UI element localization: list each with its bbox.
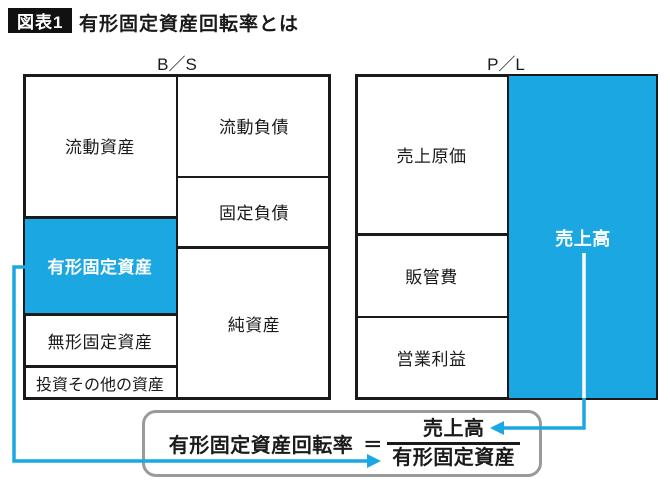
pl-expense-divider-1 [355, 233, 508, 236]
formula-fraction: 売上高 有形固定資産 [387, 418, 521, 469]
pl-cell-sga-expenses: 販管費 [405, 267, 458, 287]
formula-denominator: 有形固定資産 [392, 446, 516, 469]
bs-column-divider [175, 74, 178, 400]
formula-lhs: 有形固定資産回転率 [168, 435, 354, 457]
bs-cell-tangible-fixed-assets: 有形固定資産 [47, 258, 153, 277]
bs-cell-intangible-fixed-assets: 無形固定資産 [47, 332, 153, 352]
formula-box: 有形固定資産回転率 ＝ 売上高 有形固定資産 [142, 410, 542, 477]
pl-cell-sales: 売上高 [555, 229, 611, 249]
pl-expense-divider-2 [355, 315, 508, 318]
pl-cell-operating-income: 営業利益 [396, 350, 467, 369]
fraction-bar [387, 442, 521, 445]
bs-liability-divider-1 [177, 175, 331, 178]
bs-cell-current-assets: 流動資産 [65, 138, 135, 157]
pl-cell-cost-of-sales: 売上原価 [396, 146, 467, 166]
equals-sign: ＝ [363, 435, 383, 456]
bs-cell-fixed-liabilities: 固定負債 [219, 204, 289, 223]
bs-cell-net-assets: 純資産 [227, 315, 281, 335]
figure-title: 有形固定資産回転率とは [79, 14, 300, 35]
pl-column-divider [506, 74, 509, 400]
pl-sales-highlight [508, 76, 656, 398]
bs-asset-divider-1 [23, 216, 177, 219]
figure-number-badge: 図表1 [8, 8, 73, 33]
formula-numerator: 売上高 [423, 418, 485, 441]
bs-cell-investments-other-assets: 投資その他の資産 [35, 376, 164, 394]
bs-cell-current-liabilities: 流動負債 [219, 117, 289, 137]
bs-chart-label: B／S [157, 55, 197, 74]
bs-liability-divider-2 [177, 246, 331, 249]
pl-chart-label: P／L [487, 55, 525, 74]
